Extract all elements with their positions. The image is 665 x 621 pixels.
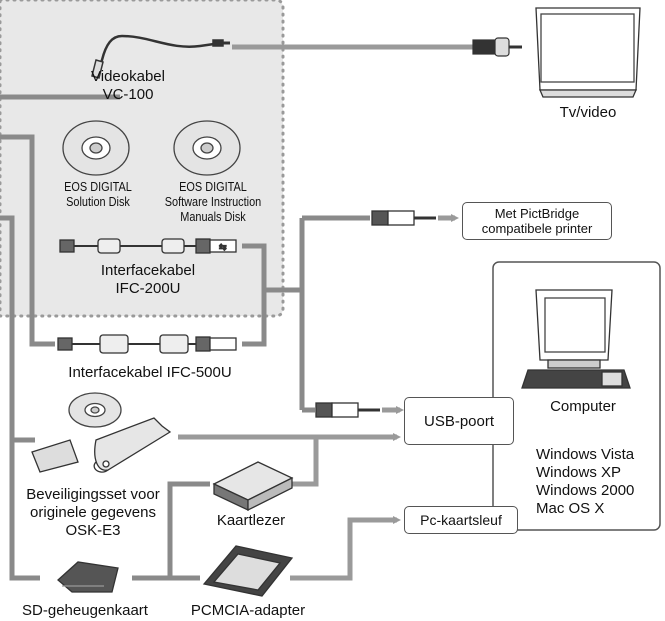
usb-cable-icon-ifc200: ⇆ — [59, 238, 237, 254]
usb-plug-icon-pc — [315, 402, 380, 418]
osk-line3: OSK-E3 — [65, 522, 121, 539]
sd-card-label: SD-geheugenkaart — [22, 602, 148, 619]
rca-plug-icon — [472, 37, 522, 57]
ifc200-line1: Interfacekabel — [100, 262, 196, 279]
printer-line2: compatibele printer — [481, 221, 593, 236]
card-reader-icon — [212, 461, 294, 512]
solution-disk-line1: EOS DIGITAL — [64, 179, 132, 194]
tv-monitor-icon — [535, 7, 641, 98]
usb-plug-icon-printer — [371, 210, 436, 226]
svg-text:⇆: ⇆ — [219, 243, 227, 253]
manuals-disk-line1: EOS DIGITAL — [179, 179, 247, 194]
pictbridge-printer-box: Met PictBridge compatibele printer — [462, 202, 612, 240]
video-cable-model: VC-100 — [102, 86, 154, 103]
left-trunk-line — [0, 215, 40, 581]
video-cable-icon — [91, 34, 230, 79]
printer-line1: Met PictBridge — [494, 206, 580, 221]
usb-cable-icon-ifc500 — [57, 334, 237, 354]
tv-video-label: Tv/video — [559, 104, 617, 121]
pc-card-slot-label: Pc-kaartsleuf — [420, 512, 502, 528]
sd-card-icon — [57, 561, 119, 593]
pcmcia-label: PCMCIA-adapter — [190, 602, 306, 619]
arrow-reader-to-port — [292, 437, 319, 487]
manuals-disk-line2: Software Instruction — [164, 194, 262, 209]
ifc500-connector-line — [0, 134, 55, 347]
kit-region — [0, 0, 285, 318]
pcmcia-adapter-icon — [202, 545, 294, 597]
cd-disc-icon — [62, 120, 241, 428]
os-windows-vista: Windows Vista — [536, 446, 635, 463]
ifc500-label: Interfacekabel IFC-500U — [68, 364, 232, 381]
ifc200-line2: IFC-200U — [115, 280, 181, 297]
arrows — [178, 44, 475, 581]
ifc500-right-line — [242, 290, 267, 347]
os-windows-xp: Windows XP — [536, 464, 622, 481]
pc-card-slot-box: Pc-kaartsleuf — [404, 506, 518, 534]
computer-label: Computer — [550, 398, 616, 415]
usb-port-box: USB-poort — [404, 397, 514, 445]
usb-port-label: USB-poort — [423, 412, 495, 430]
osk-line2: originele gegevens — [30, 504, 156, 521]
reader-branch-line — [167, 481, 210, 578]
usb-dongle-icon — [31, 417, 172, 473]
ifc200-right-line — [242, 243, 267, 290]
arrow-adapter-to-slot — [290, 516, 401, 581]
connector-lines — [0, 94, 370, 581]
computer-icon — [521, 289, 631, 389]
card-reader-label: Kaartlezer — [216, 512, 286, 529]
computer-panel — [492, 261, 661, 531]
os-windows-2000: Windows 2000 — [536, 482, 635, 499]
manuals-disk-line3: Manuals Disk — [180, 209, 246, 224]
video-cable-name: Videokabel — [91, 68, 165, 85]
osk-line1: Beveiligingsset voor — [26, 486, 160, 503]
solution-disk-line2: Solution Disk — [66, 194, 130, 209]
os-mac-os-x: Mac OS X — [536, 500, 605, 517]
